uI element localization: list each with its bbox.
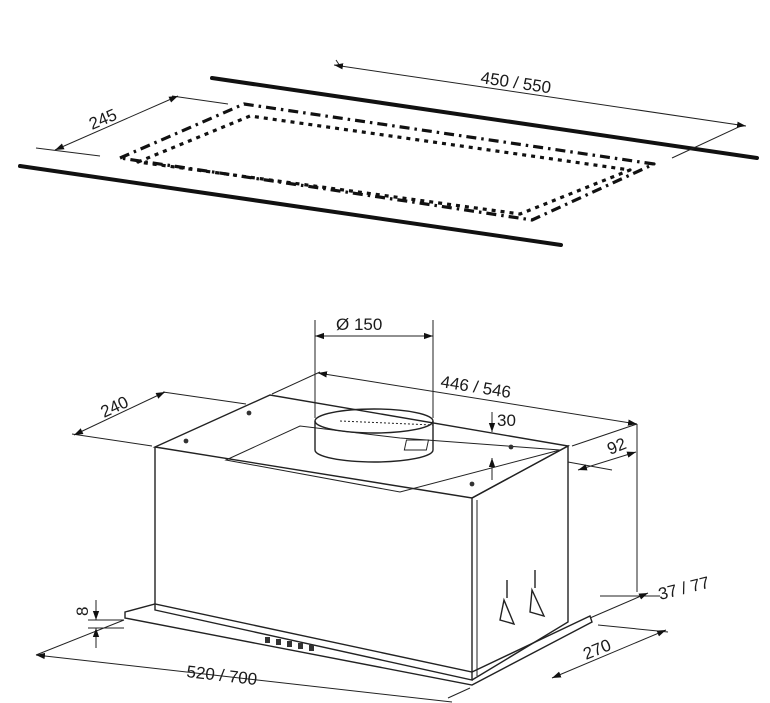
screw-hole — [469, 481, 475, 487]
screw-hole — [246, 410, 252, 416]
depth-dimension-line — [73, 391, 166, 436]
side-height-dimension-line — [577, 451, 637, 471]
control-buttons — [265, 637, 314, 651]
height-dimension-line — [551, 629, 667, 679]
side-brackets — [499, 570, 546, 626]
cutout-outer-outline — [118, 102, 656, 222]
cutout-inner-outline — [136, 114, 632, 216]
outer-width-extension-left — [35, 619, 125, 656]
hood-view: Ø 150 446 / 546 240 30 92 37 / 77 270 52 — [35, 315, 711, 703]
width-dimension-line — [317, 371, 638, 426]
screw-hole — [508, 444, 514, 450]
cutout-depth-dimension-line — [54, 95, 179, 151]
duct-diameter-label: Ø 150 — [336, 315, 382, 334]
cutout-width-dimension-line — [333, 63, 747, 128]
depth-extension-bottom — [71, 433, 153, 447]
height-label: 270 — [580, 635, 613, 663]
hood-front-panel — [224, 425, 561, 493]
cutout-depth-label: 245 — [86, 105, 120, 134]
front-height-dimension-line — [589, 592, 649, 619]
outer-width-label: 520 / 700 — [186, 662, 259, 689]
height-extension — [597, 624, 669, 633]
frame-label: 8 — [73, 607, 92, 616]
cutout-view: 450 / 550 245 — [18, 59, 759, 247]
screw-hole — [183, 438, 189, 444]
cabinet-front-edge — [18, 164, 563, 247]
top-gap-label: 30 — [497, 411, 516, 430]
hood-side-face — [471, 444, 569, 681]
width-label: 446 / 546 — [439, 372, 512, 402]
cutout-width-label: 450 / 550 — [479, 68, 552, 97]
depth-label: 240 — [98, 392, 132, 421]
width-extension-right — [571, 423, 638, 447]
cutout-depth-extension-bottom — [35, 147, 101, 157]
cutout-depth-extension-top — [171, 95, 229, 105]
outer-width-extension-right — [447, 687, 471, 699]
outer-width-dimension-line — [35, 652, 453, 703]
duct-collar — [314, 408, 434, 463]
front-height-label: 37 / 77 — [656, 573, 711, 604]
cutout-width-extension-right — [671, 124, 744, 159]
width-extension-left — [271, 371, 321, 395]
depth-extension-top — [162, 391, 247, 405]
top-connector — [403, 439, 430, 451]
hood-bottom-frame — [124, 603, 593, 686]
cabinet-back-edge — [210, 76, 759, 160]
